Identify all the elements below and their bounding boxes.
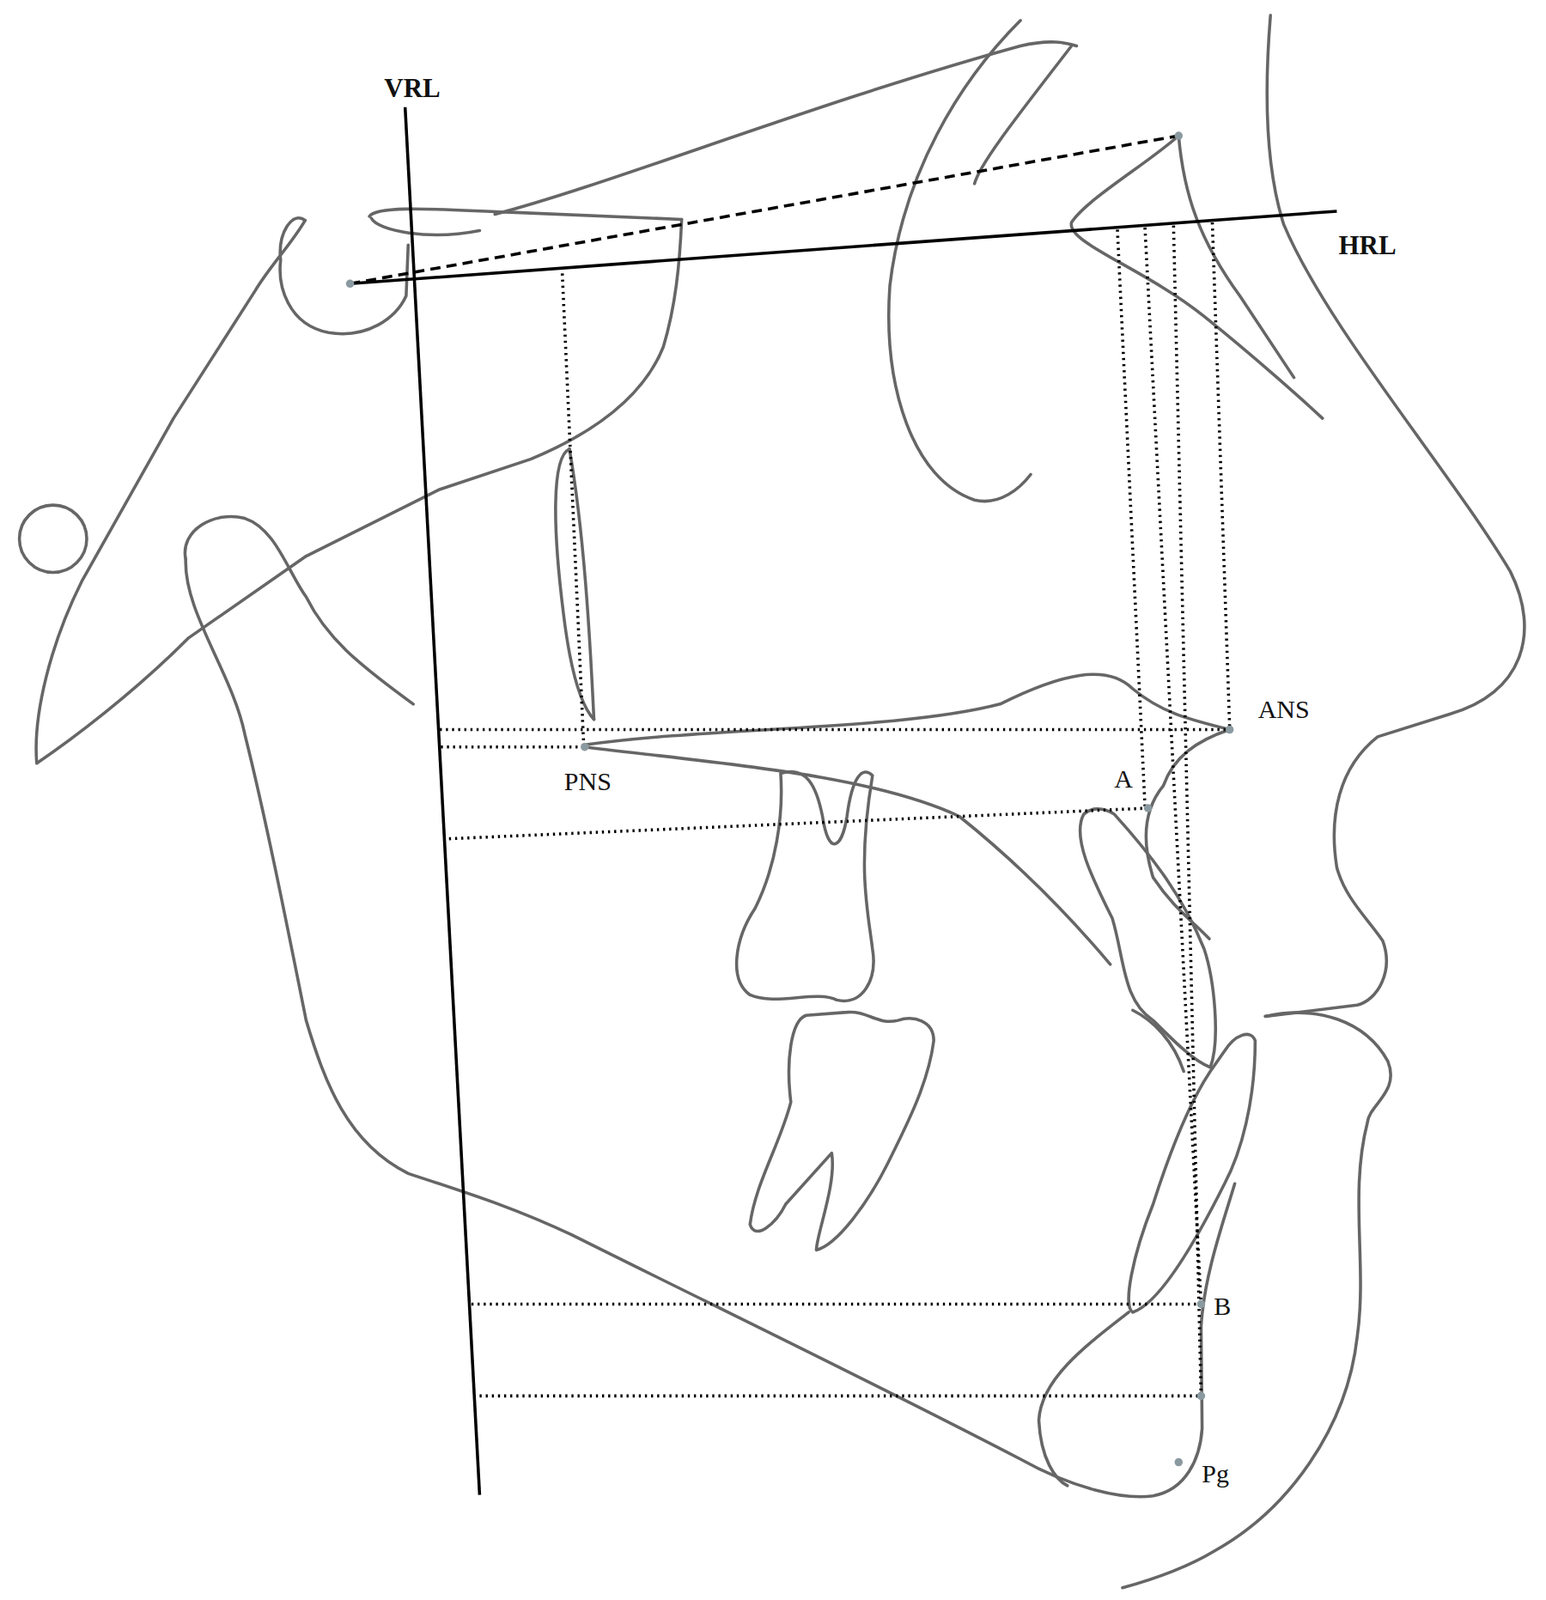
palate — [584, 747, 1111, 965]
orbit-roof — [974, 45, 1072, 183]
mandible-outline — [185, 559, 1235, 1498]
skull-contour — [494, 42, 1077, 215]
reference-line-label: HRL — [1336, 231, 1398, 260]
projection-line — [1173, 225, 1201, 1397]
landmark-label: B — [1211, 1292, 1233, 1321]
upper-incisor — [1079, 809, 1216, 1068]
landmark-dot — [1174, 131, 1184, 140]
landmark-dot — [580, 742, 590, 752]
projection-line — [479, 1394, 1201, 1399]
nasal-floor — [584, 674, 1230, 745]
projection-lines — [439, 222, 1230, 1396]
projection-line — [1144, 227, 1201, 1304]
pterygomaxillary-fissure — [555, 449, 595, 720]
soft-tissue-chin — [1122, 1012, 1391, 1589]
landmark-dot — [1197, 1392, 1206, 1401]
landmark-dot — [346, 279, 355, 289]
projection-line — [562, 273, 585, 745]
landmark-dot — [1174, 1458, 1184, 1467]
symphysis-inner — [1039, 1312, 1130, 1486]
landmark-label: PNS — [562, 767, 614, 796]
soft-tissue-profile — [1265, 15, 1525, 1017]
landmark-label: A — [1112, 765, 1135, 793]
landmark-label: ANS — [1256, 695, 1312, 724]
projection-line — [439, 728, 1230, 732]
frontonasal-outline — [1178, 135, 1294, 378]
landmark-dot — [1225, 725, 1235, 735]
mandibular-notch — [184, 516, 414, 704]
ear-rod — [19, 505, 87, 573]
nasal-bone — [1071, 135, 1323, 419]
landmark-dot — [1144, 803, 1153, 813]
cranial-base — [369, 208, 682, 220]
projection-line — [440, 745, 585, 749]
landmarks — [346, 131, 1235, 1467]
upper-molar — [736, 772, 874, 1002]
reference-line-label: VRL — [382, 73, 442, 103]
clivus-outline — [36, 219, 682, 763]
projection-line — [1117, 229, 1145, 806]
projection-line — [1211, 222, 1230, 728]
projection-line — [471, 1302, 1202, 1307]
lower-incisor — [1128, 1034, 1255, 1313]
landmark-label: Pg — [1199, 1460, 1231, 1488]
projection-line — [449, 808, 1149, 840]
anatomy — [19, 15, 1525, 1589]
sella-nasion-line — [350, 135, 1180, 284]
sella-floor — [371, 218, 480, 235]
horizontal-reference-line — [350, 211, 1338, 284]
maxillary-alveolus — [1145, 730, 1230, 940]
lower-molar — [749, 1011, 934, 1250]
orbit-outline — [888, 20, 1031, 502]
reference-lines — [350, 107, 1338, 1496]
vertical-reference-line — [405, 107, 481, 1496]
landmark-dot — [1197, 1300, 1206, 1309]
upper-lip-bone — [1132, 1010, 1184, 1072]
